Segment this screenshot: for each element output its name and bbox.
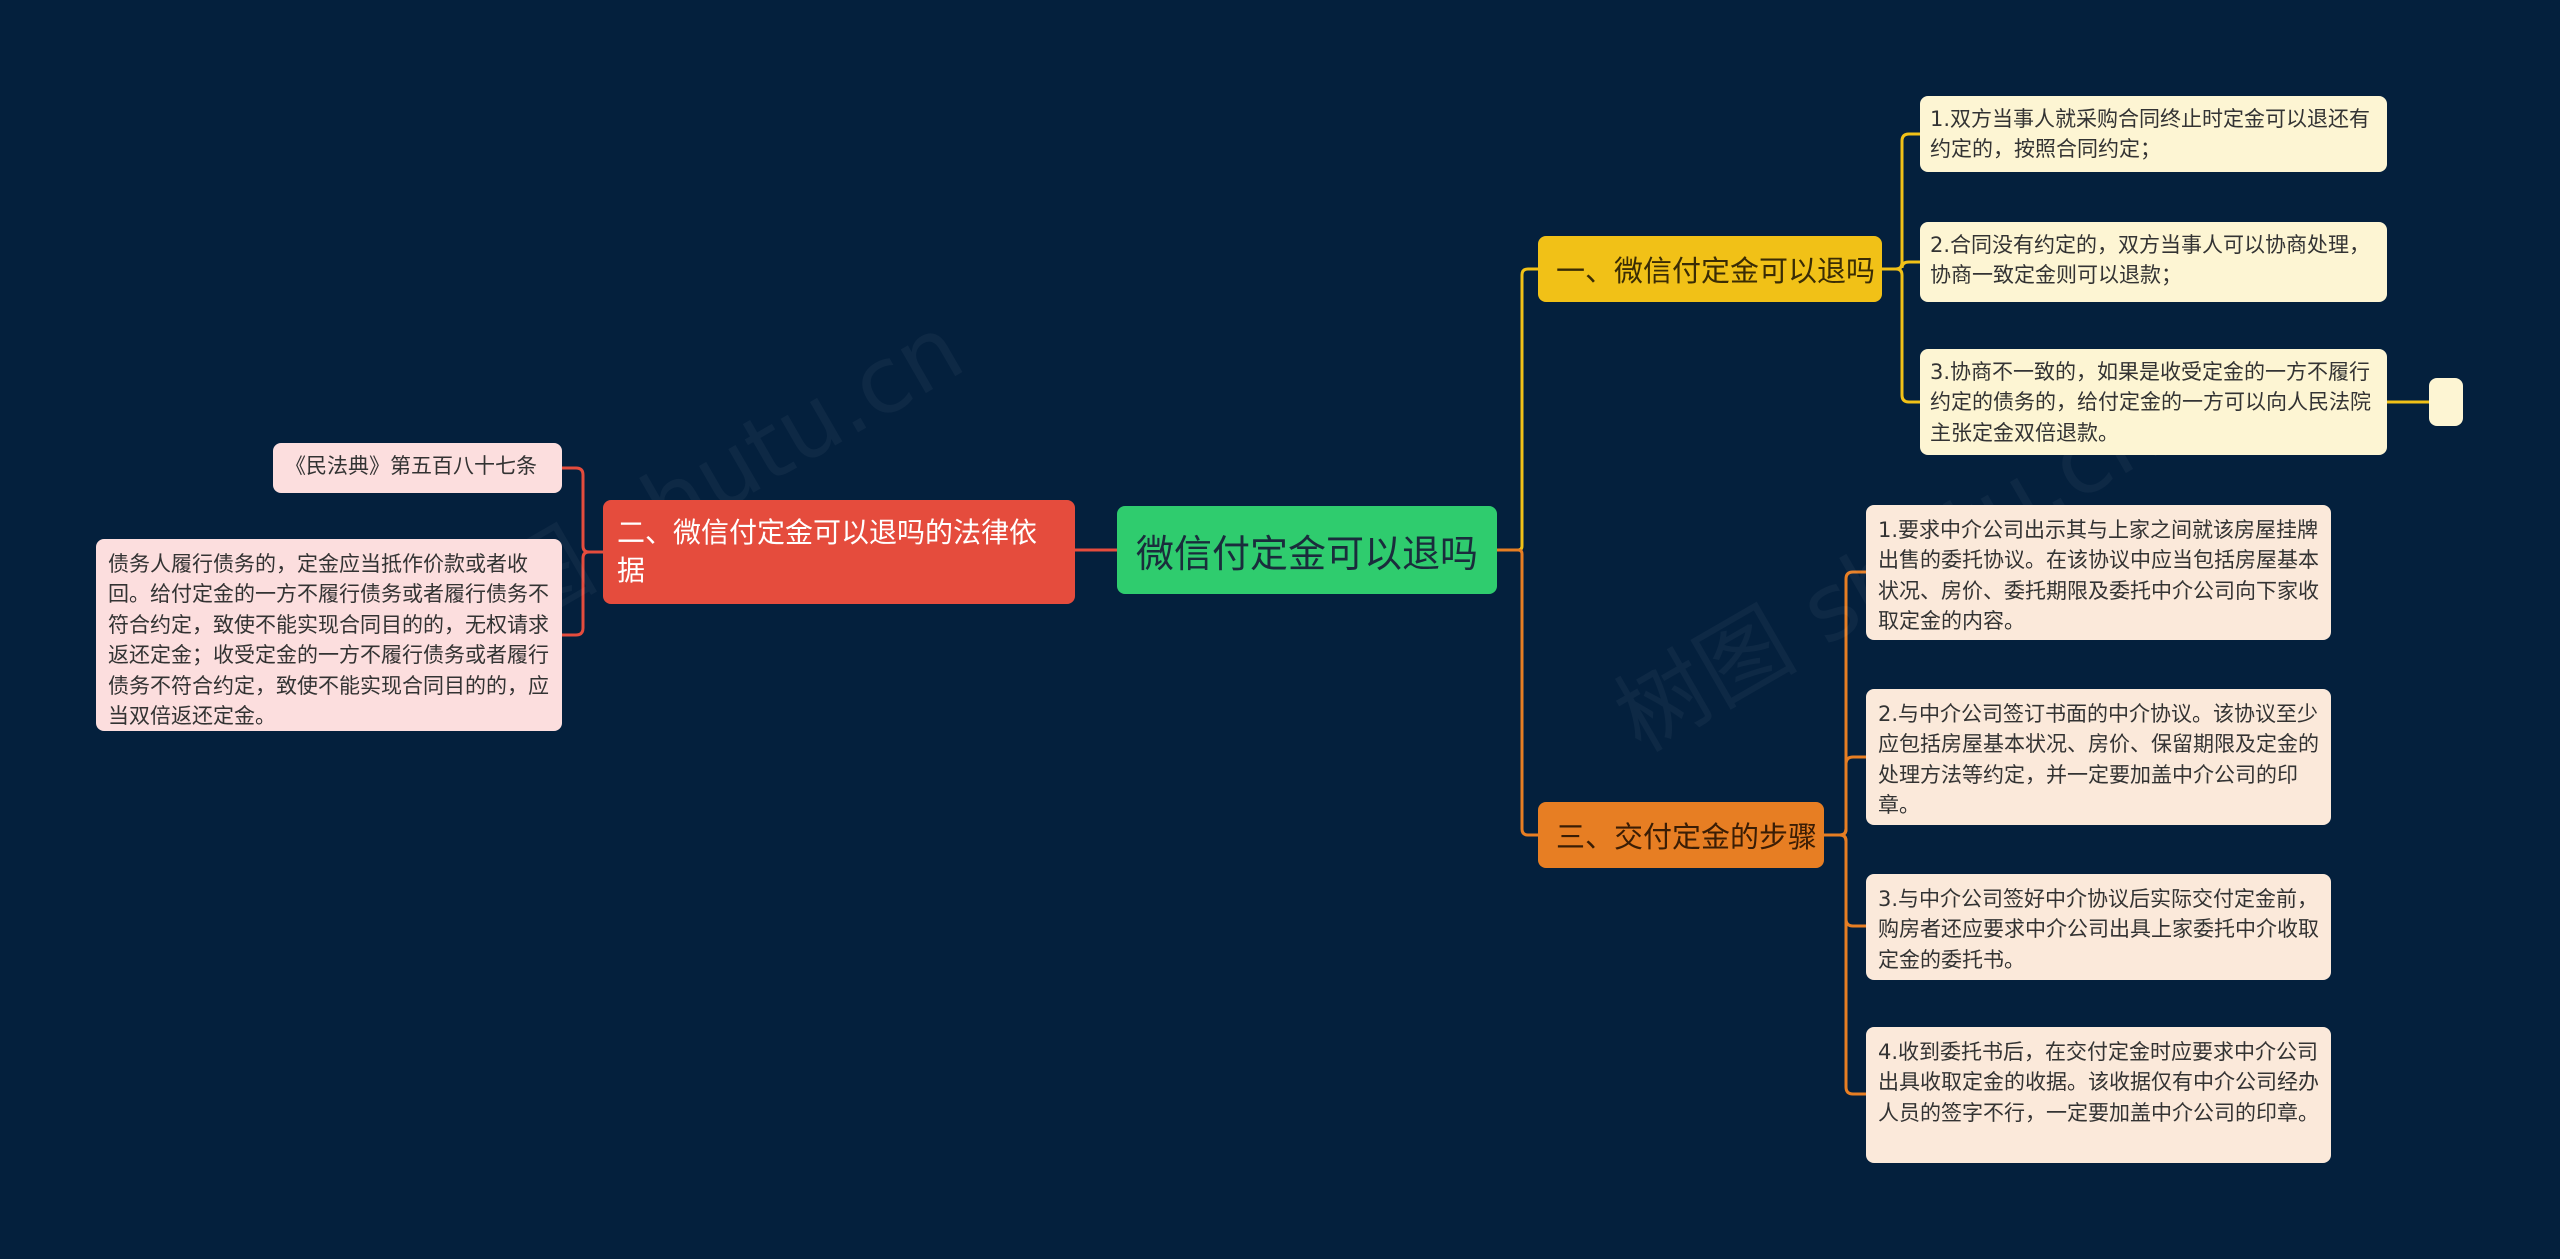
leaf-node-3-2[interactable]: 2.与中介公司签订书面的中介协议。该协议至少应包括房屋基本状况、房价、保留期限及… bbox=[1866, 689, 2331, 825]
leaf-node-3-3[interactable]: 3.与中介公司签好中介协议后实际交付定金前，购房者还应要求中介公司出具上家委托中… bbox=[1866, 874, 2331, 980]
branch-node-1[interactable]: 一、微信付定金可以退吗 bbox=[1538, 236, 1882, 302]
leaf-node-2-2[interactable]: 债务人履行债务的，定金应当抵作价款或者收回。给付定金的一方不履行债务或者履行债务… bbox=[96, 539, 562, 731]
branch-node-3[interactable]: 三、交付定金的步骤 bbox=[1538, 802, 1824, 868]
leaf-node-3-4[interactable]: 4.收到委托书后，在交付定金时应要求中介公司出具收取定金的收据。该收据仅有中介公… bbox=[1866, 1027, 2331, 1163]
leaf-node-2-1[interactable]: 《民法典》第五百八十七条 bbox=[273, 443, 562, 493]
collapsed-child-node[interactable] bbox=[2429, 378, 2463, 426]
leaf-node-1-1[interactable]: 1.双方当事人就采购合同终止时定金可以退还有约定的，按照合同约定； bbox=[1920, 96, 2387, 172]
leaf-node-1-2[interactable]: 2.合同没有约定的，双方当事人可以协商处理，协商一致定金则可以退款； bbox=[1920, 222, 2387, 302]
leaf-node-1-3[interactable]: 3.协商不一致的，如果是收受定金的一方不履行约定的债务的，给付定金的一方可以向人… bbox=[1920, 349, 2387, 455]
leaf-node-3-1[interactable]: 1.要求中介公司出示其与上家之间就该房屋挂牌出售的委托协议。在该协议中应当包括房… bbox=[1866, 505, 2331, 640]
root-node[interactable]: 微信付定金可以退吗 bbox=[1117, 506, 1497, 594]
branch-node-2[interactable]: 二、微信付定金可以退吗的法律依据 bbox=[603, 500, 1075, 604]
